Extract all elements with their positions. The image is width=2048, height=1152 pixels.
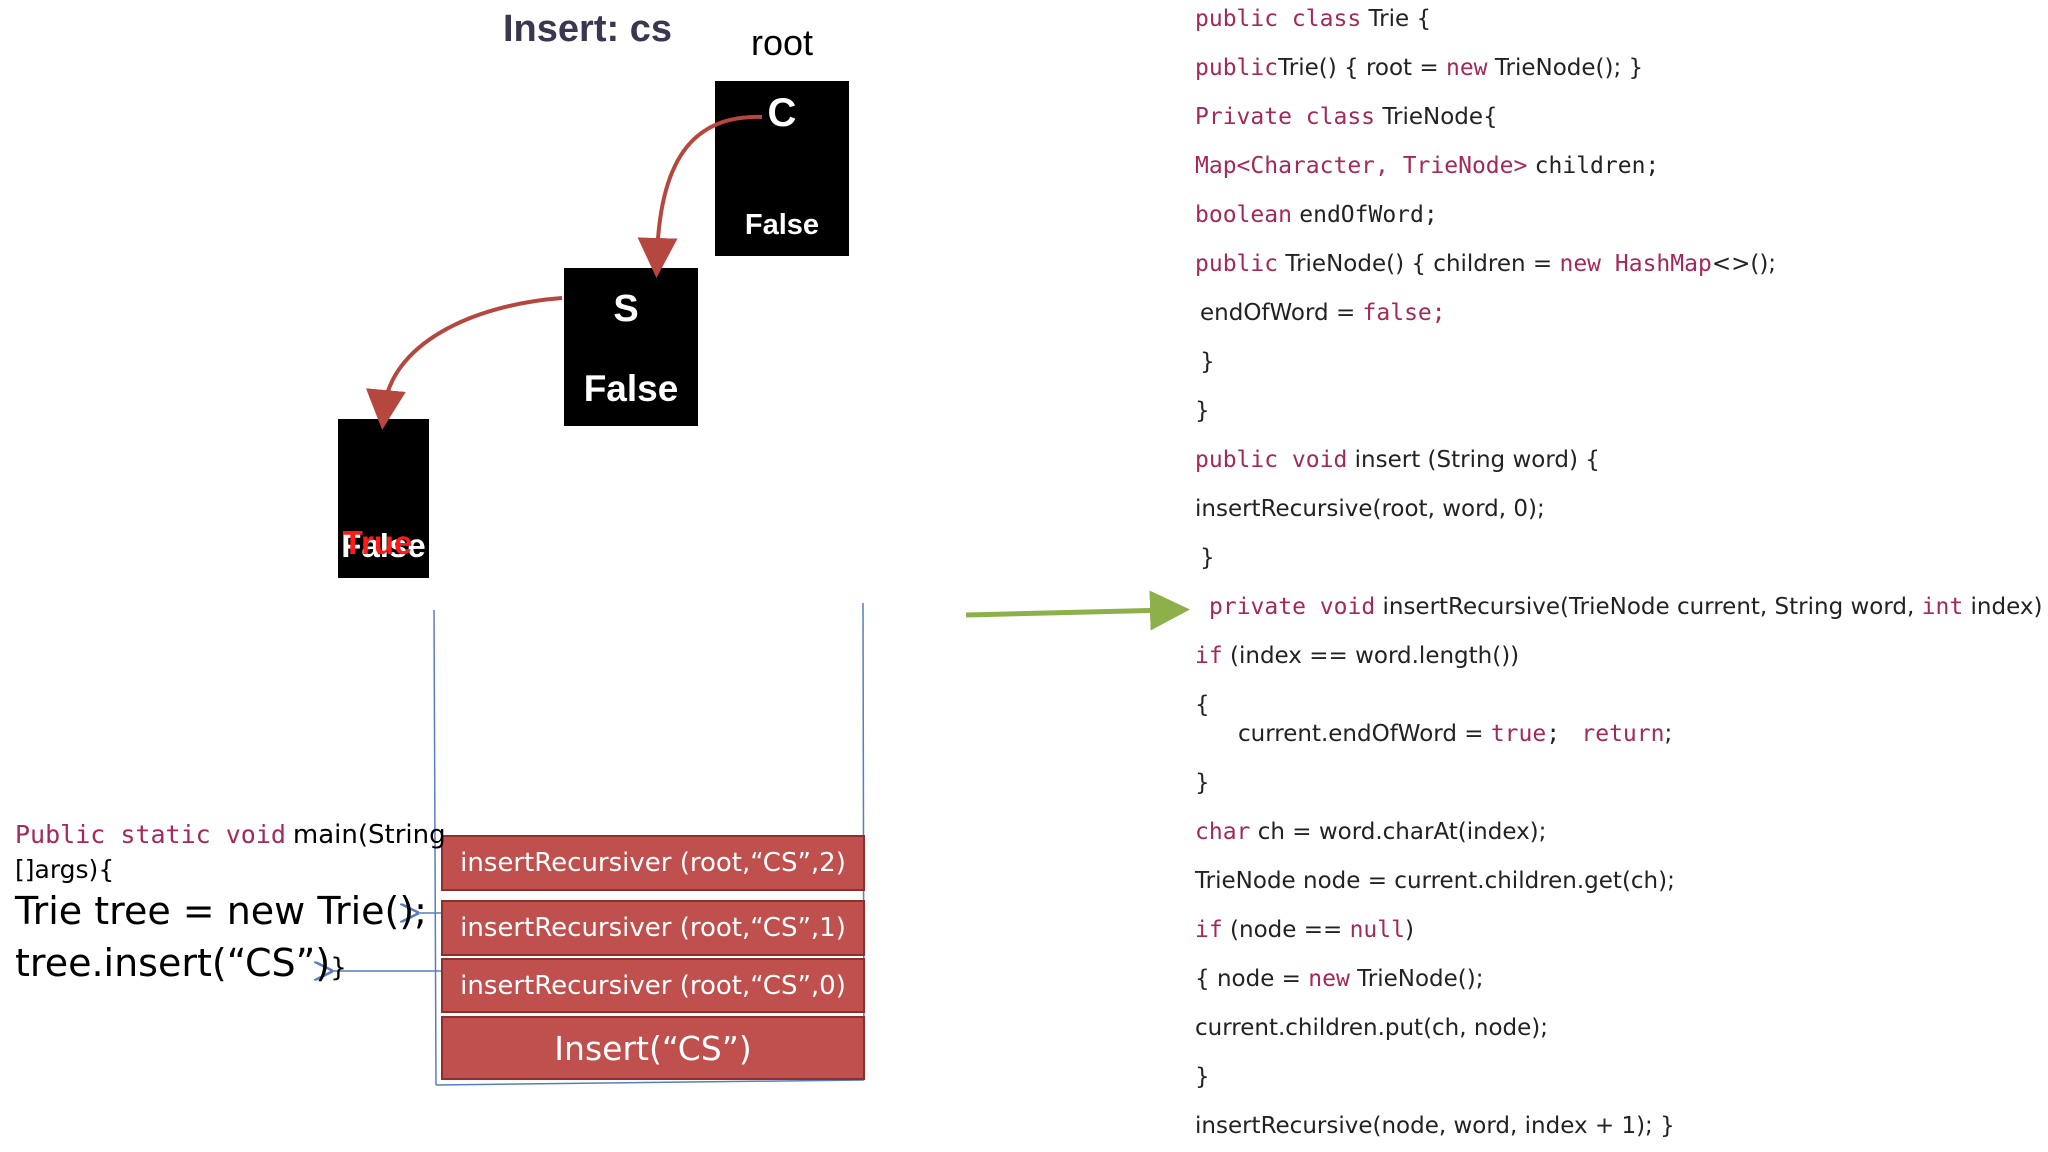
code-line-4: Map<Character, TrieNode> children; [1195, 153, 1659, 179]
code-line-19: TrieNode node = current.children.get(ch)… [1195, 868, 1675, 894]
code-line-8: } [1200, 349, 1215, 375]
root-label: root [751, 22, 814, 63]
code-text: current.endOfWord = [1238, 721, 1484, 747]
keyword: public class [1195, 6, 1362, 32]
keyword: true [1490, 721, 1547, 747]
arrow-s-to-leaf [365, 296, 563, 430]
code-line-11: insertRecursive(root, word, 0); [1195, 496, 1545, 522]
stack-frame: insertRecursiver (root,“CS”,2) [441, 835, 865, 891]
code-line-10: public void insert (String word) { [1195, 447, 1600, 473]
node-flag: False [744, 209, 820, 241]
code-text: ; [1664, 721, 1673, 747]
closing-brace: } [330, 953, 347, 983]
stack-frame: Insert(“CS”) [441, 1016, 865, 1080]
stack-frame: insertRecursiver (root,“CS”,1) [441, 900, 865, 956]
code-line-23: } [1195, 1064, 1210, 1090]
code-text: <>(); [1711, 251, 1777, 277]
keyword: new HashMap [1559, 251, 1712, 277]
keyword: Map<Character, TrieNode> [1195, 153, 1528, 179]
trie-node-leaf: False True [338, 419, 429, 578]
code-text: TrieNode(); [1357, 966, 1484, 992]
trie-node-s: S False [564, 268, 698, 426]
code-line-14: if (index == word.length()) [1195, 643, 1519, 669]
keyword: null [1349, 917, 1405, 943]
code-text: insertRecursive(TrieNode current, String… [1382, 594, 1915, 620]
stack-frame-bottom [435, 1079, 865, 1086]
code-text: ; [1546, 721, 1561, 747]
code-line-22: current.children.put(ch, node); [1195, 1015, 1549, 1041]
code-text: tree.insert(“CS”) [15, 941, 331, 985]
code-text: ) [1404, 917, 1414, 943]
code-line-17: } [1195, 770, 1210, 796]
code-text: index) { [1970, 594, 2048, 620]
code-line-2: publicTrie() { root = new TrieNode(); } [1195, 55, 1643, 81]
main-signature-line: Public static void main(String [15, 820, 446, 850]
code-line-24: insertRecursive(node, word, index + 1); … [1195, 1113, 1675, 1139]
code-text: (node == [1230, 917, 1343, 943]
main-args-line: []args){ [15, 855, 115, 884]
tree-insert-line: tree.insert(“CS”)} [15, 941, 347, 985]
code-line-12: } [1200, 545, 1215, 571]
keyword: new [1308, 966, 1350, 992]
keyword: private void [1209, 594, 1376, 620]
code-text: ch = word.charAt(index); [1257, 819, 1547, 845]
keyword: new [1445, 55, 1488, 81]
code-line-5: boolean endOfWord; [1195, 202, 1438, 228]
code-text: main(String [292, 820, 446, 850]
code-text: Trie() { root = [1278, 55, 1439, 81]
trie-construct-line: Trie tree = new Trie(); [15, 889, 427, 933]
keyword: if [1195, 917, 1223, 943]
keyword: public [1195, 55, 1279, 81]
keyword: if [1195, 643, 1223, 669]
node-char: S [613, 288, 639, 330]
code-line-6: public TrieNode() { children = new HashM… [1195, 251, 1776, 277]
keyword: return [1581, 721, 1665, 747]
code-line-9: } [1195, 398, 1210, 424]
node-flag: False [583, 368, 679, 409]
keyword: int [1921, 594, 1964, 620]
code-line-20: if (node == null) [1195, 917, 1414, 943]
code-text: (index == word.length()) [1230, 643, 1520, 669]
code-text: endOfWord; [1299, 202, 1438, 228]
code-text: { node = [1195, 966, 1301, 992]
code-line-3: Private class TrieNode{ [1195, 104, 1498, 130]
stack-frame: insertRecursiver (root,“CS”,0) [441, 958, 865, 1013]
code-text: insert (String word) { [1354, 447, 1600, 473]
code-text: endOfWord = [1200, 300, 1356, 326]
keyword: Private class [1195, 104, 1376, 130]
node-flag-true: True [342, 524, 413, 561]
code-line-1: public class Trie { [1195, 6, 1431, 32]
code-line-21: { node = new TrieNode(); [1195, 966, 1484, 992]
code-line-18: char ch = word.charAt(index); [1195, 819, 1546, 845]
node-char: C [767, 91, 797, 135]
code-text: TrieNode() { children = [1285, 251, 1553, 277]
current-line-pointer [965, 590, 1190, 631]
keyword: public [1195, 251, 1279, 277]
keyword: boolean [1195, 202, 1292, 228]
node-flag-false: False [341, 527, 426, 564]
code-text: TrieNode{ [1382, 104, 1498, 130]
keyword: public void [1195, 447, 1348, 473]
code-line-15: { [1195, 692, 1210, 718]
diagram-title: Insert: cs [503, 8, 672, 50]
code-line-7: endOfWord = false; [1200, 300, 1446, 326]
keyword: char [1195, 819, 1251, 845]
code-text: Trie { [1368, 6, 1432, 32]
code-line-13-current: private void insertRecursive(TrieNode cu… [1209, 594, 2048, 620]
keyword: false; [1362, 300, 1446, 326]
code-text: TrieNode(); } [1494, 55, 1644, 81]
code-line-16: current.endOfWord = true; return; [1238, 721, 1672, 747]
code-text: children; [1534, 153, 1660, 179]
trie-node-c: C False [715, 81, 849, 256]
keyword: Public static void [15, 820, 286, 849]
